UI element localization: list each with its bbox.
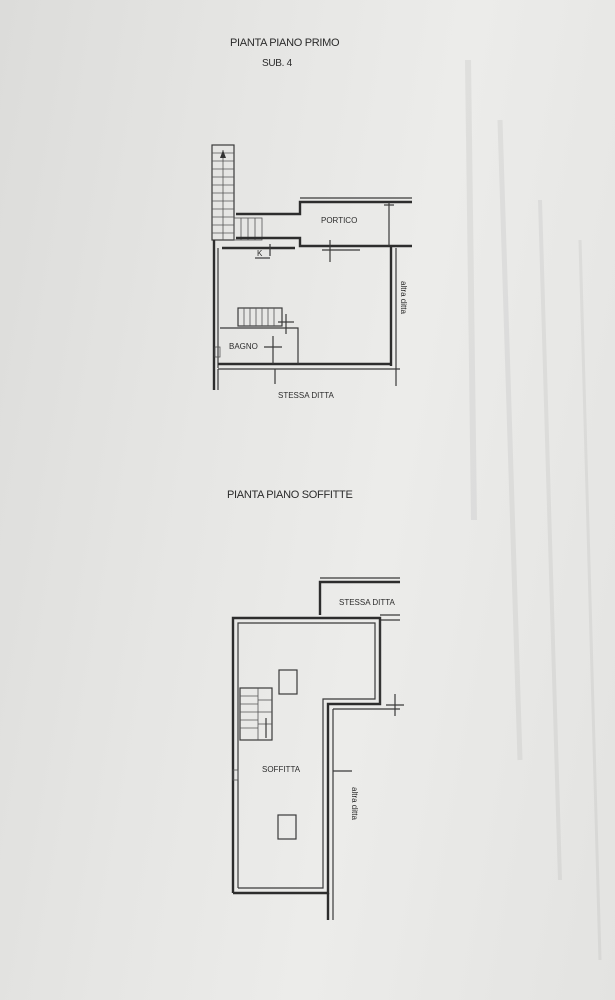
room-label-bagno: BAGNO [229,342,258,351]
first-floor-title: PIANTA PIANO PRIMO [230,37,340,49]
attic-floor-title: PIANTA PIANO SOFFITTE [227,489,353,501]
external-stair [211,144,263,241]
bleed-through-marks [465,59,602,961]
skylight-1 [278,669,298,695]
portico-area: PORTICO [236,197,412,262]
neighbor-label-top: STESSA DITTA [339,598,396,607]
mark-k: K [257,249,263,258]
room-label-soffitta: SOFFITTA [262,765,301,774]
room-label-portico: PORTICO [321,216,357,225]
first-floor-sub-label: SUB. 4 [262,58,292,69]
main-unit: K B [212,240,400,390]
attic-neighbor-label-right: altra ditta [350,787,359,820]
attic-floor-plan: STESSA DITTA [231,577,404,920]
neighbor-label-right: altra ditta [399,281,408,314]
skylight-2 [277,814,297,840]
neighbor-label-bottom: STESSA DITTA [278,391,335,400]
first-floor-plan: PORTICO K [211,144,412,400]
attic-internal-stair [239,687,273,741]
